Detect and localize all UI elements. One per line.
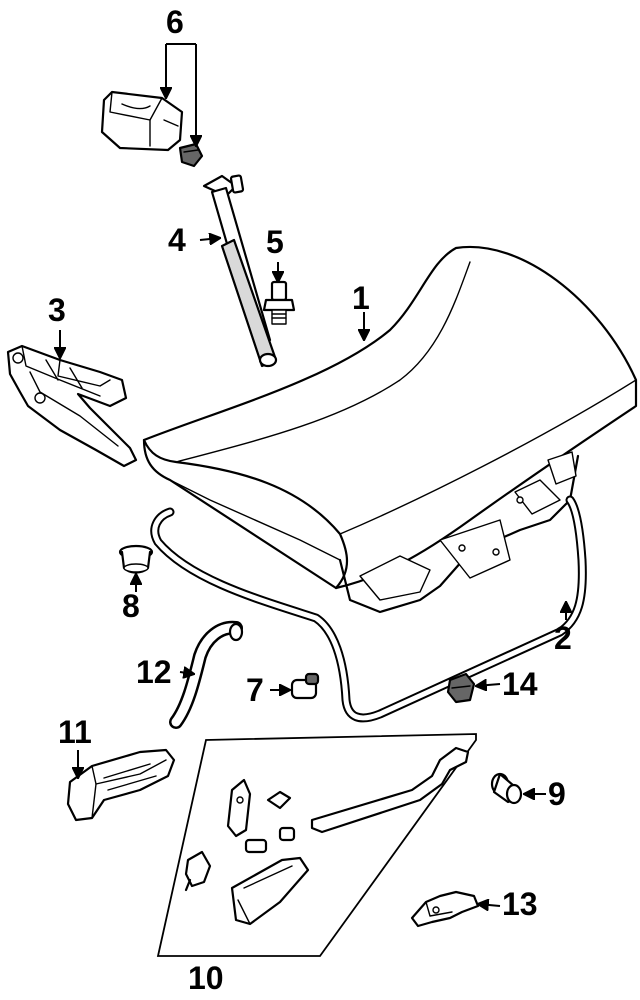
part-5-bolt (262, 280, 296, 325)
part-6-bracket (100, 90, 184, 152)
part-4-support-strut (202, 174, 278, 368)
part-1-trunk-lid (142, 245, 638, 614)
callout-10: 10 (188, 960, 224, 996)
part-10-small-bolt-a (266, 790, 292, 810)
callout-3: 3 (48, 292, 66, 328)
part-10-lock-cylinder (230, 856, 310, 926)
callout-13: 13 (502, 886, 538, 922)
part-10-small-bolt-b (278, 826, 296, 842)
part-10-bracket-frame (156, 733, 477, 957)
leader-lines (60, 43, 566, 906)
part-13-striker (410, 890, 480, 928)
part-14-clip (446, 672, 476, 704)
callout-12: 12 (136, 654, 172, 690)
part-11-handle (66, 748, 176, 822)
part-10-small-bolt-c (244, 838, 268, 854)
part-10-latch-rod (310, 746, 470, 834)
callout-5: 5 (266, 224, 284, 260)
part-2-weatherstrip (150, 495, 587, 723)
part-12-hose (169, 620, 244, 729)
part-7-socket (290, 672, 320, 700)
callout-4: 4 (168, 222, 186, 258)
callout-6: 6 (166, 4, 184, 40)
callout-1: 1 (352, 280, 370, 316)
part-8-bumper (118, 544, 154, 574)
part-10-actuator (184, 850, 212, 892)
part-6-clip (178, 142, 204, 168)
part-3-hinge (6, 344, 138, 468)
callout-11: 11 (58, 714, 92, 750)
callout-2: 2 (554, 620, 572, 656)
callout-7: 7 (246, 672, 264, 708)
part-10-latch-plate (226, 778, 252, 838)
part-9-cap (490, 772, 523, 805)
callout-14: 14 (502, 666, 538, 702)
callout-8: 8 (122, 588, 140, 624)
callout-9: 9 (548, 776, 566, 812)
